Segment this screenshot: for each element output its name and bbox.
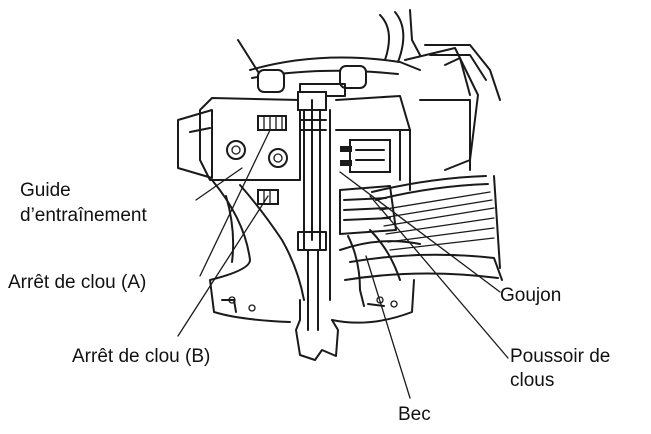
- leader-poussoir: [369, 195, 509, 359]
- label-goujon: Goujon: [500, 285, 562, 306]
- top-housing: [237, 9, 501, 101]
- pusher-mechanism: [329, 95, 411, 307]
- label-guide-line2: d’entraînement: [20, 205, 147, 226]
- driver-column: [297, 91, 327, 331]
- leader-arret-a: [199, 129, 271, 277]
- leader-bec: [365, 255, 411, 399]
- lower-body: [209, 179, 415, 361]
- leader-arret-b: [177, 195, 269, 337]
- label-arret-a: Arrêt de clou (A): [8, 272, 147, 293]
- label-poussoir-line2: clous: [510, 370, 555, 391]
- drive-guide-plate: [177, 97, 301, 205]
- leader-lines: [177, 129, 509, 399]
- leader-goujon: [339, 171, 501, 293]
- label-bec: Bec: [398, 404, 431, 425]
- label-poussoir-line1: Poussoir de: [510, 346, 611, 367]
- leader-guide: [195, 167, 243, 201]
- label-guide-line1: Guide: [20, 180, 71, 201]
- label-arret-b: Arrêt de clou (B): [72, 346, 211, 367]
- nail-magazine: [339, 47, 503, 281]
